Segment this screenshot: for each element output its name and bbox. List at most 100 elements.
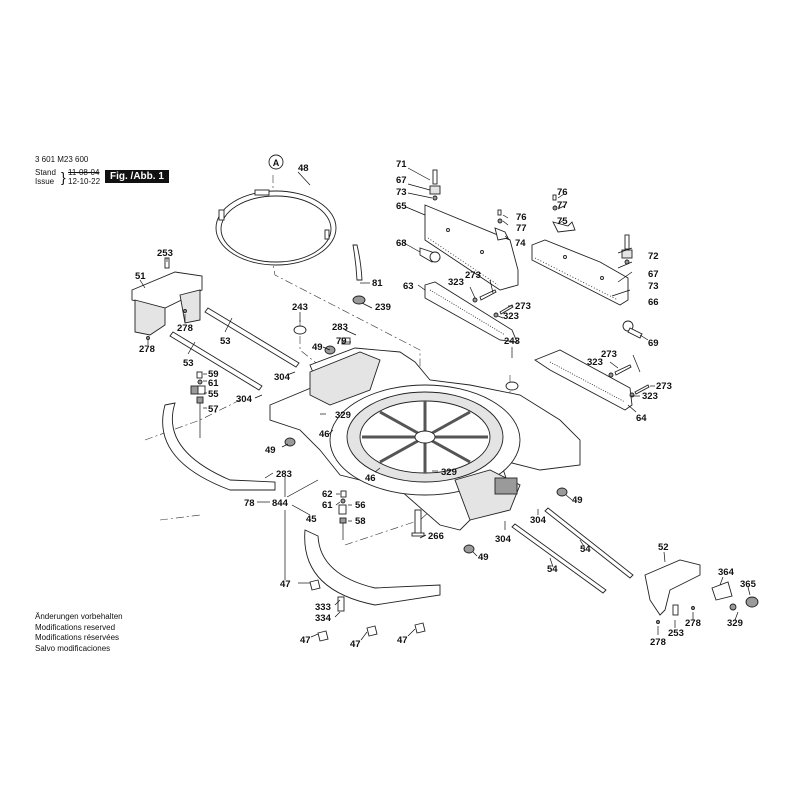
label-77: 77 xyxy=(557,200,568,211)
label-53: 53 xyxy=(220,336,231,347)
label-61: 61 xyxy=(208,378,219,389)
label-243: 243 xyxy=(504,336,520,347)
label-273: 273 xyxy=(515,301,531,312)
figure-label: Fig. /Abb. 1 xyxy=(105,170,169,183)
label-67: 67 xyxy=(648,269,659,280)
label-79: 79 xyxy=(336,336,347,347)
label-47: 47 xyxy=(300,635,311,646)
label-56: 56 xyxy=(355,500,366,511)
label-59: 59 xyxy=(208,369,219,380)
label-49: 49 xyxy=(265,445,276,456)
label-47: 47 xyxy=(350,639,361,650)
part-364-plate xyxy=(711,581,733,601)
label-239: 239 xyxy=(375,302,391,313)
notice-line-en: Modifications reserved xyxy=(35,622,116,632)
drawing-number: 3 601 M23 600 xyxy=(35,155,89,164)
label-253: 253 xyxy=(157,248,173,259)
label-323: 323 xyxy=(503,311,519,322)
label-77: 77 xyxy=(516,223,527,234)
label-273: 273 xyxy=(465,270,481,281)
label-52: 52 xyxy=(658,542,669,553)
part-365-knob xyxy=(729,596,759,611)
part-48-ring xyxy=(215,189,337,266)
turntable-base xyxy=(269,347,581,531)
label-364: 364 xyxy=(718,567,735,578)
label-304: 304 xyxy=(236,394,253,405)
label-329: 329 xyxy=(441,467,457,478)
label-278: 278 xyxy=(650,637,666,648)
label-68: 68 xyxy=(396,238,407,249)
label-329: 329 xyxy=(727,618,743,629)
label-304: 304 xyxy=(495,534,512,545)
label-65: 65 xyxy=(396,201,407,212)
label-243: 243 xyxy=(292,302,308,313)
label-58: 58 xyxy=(355,516,366,527)
label-304: 304 xyxy=(274,372,291,383)
reference-marker-a: A xyxy=(268,154,284,170)
label-66: 66 xyxy=(648,297,659,308)
label-283: 283 xyxy=(332,322,348,333)
label-47: 47 xyxy=(280,579,291,590)
label-273: 273 xyxy=(656,381,672,392)
label-304: 304 xyxy=(530,515,547,526)
notice-line-es: Salvo modificaciones xyxy=(35,643,111,653)
part-labels: 48 71 67 73 65 68 76 77 74 76 77 75 72 6… xyxy=(135,159,757,650)
leader-lines xyxy=(139,167,751,641)
label-323: 323 xyxy=(587,357,603,368)
part-64-fence-right-lower xyxy=(534,349,633,411)
label-323: 323 xyxy=(642,391,658,402)
label-47: 47 xyxy=(397,635,408,646)
fence-hardware xyxy=(419,169,650,398)
part-53-rods xyxy=(169,307,300,391)
part-54-rods xyxy=(511,507,634,594)
label-76: 76 xyxy=(557,187,568,198)
label-81: 81 xyxy=(372,278,383,289)
label-69: 69 xyxy=(648,338,659,349)
label-266: 266 xyxy=(428,531,444,542)
label-46: 46 xyxy=(365,473,376,484)
stand-label: Stand xyxy=(35,168,56,177)
label-78: 78 xyxy=(244,498,255,509)
brace-icon: } xyxy=(61,169,66,185)
label-67: 67 xyxy=(396,175,407,186)
stand-date: 11-08-04 xyxy=(68,168,100,177)
label-74: 74 xyxy=(515,238,526,249)
notice-line-de: Änderungen vorbehalten xyxy=(35,612,123,621)
label-72: 72 xyxy=(648,251,659,262)
label-64: 64 xyxy=(636,413,647,424)
label-75: 75 xyxy=(557,216,568,227)
label-51: 51 xyxy=(135,271,146,282)
label-283: 283 xyxy=(276,469,292,480)
label-54: 54 xyxy=(547,564,558,575)
label-278: 278 xyxy=(685,618,701,629)
part-81-spring xyxy=(352,244,363,281)
label-49: 49 xyxy=(312,342,323,353)
label-55: 55 xyxy=(208,389,219,400)
label-333: 333 xyxy=(315,602,331,613)
issue-label: Issue xyxy=(35,177,55,186)
label-46: 46 xyxy=(319,429,330,440)
label-329: 329 xyxy=(335,410,351,421)
label-278: 278 xyxy=(177,323,193,334)
label-49: 49 xyxy=(478,552,489,563)
label-53: 53 xyxy=(183,358,194,369)
svg-text:A: A xyxy=(273,158,280,168)
label-49: 49 xyxy=(572,495,583,506)
label-62: 62 xyxy=(322,489,333,500)
label-253: 253 xyxy=(668,628,684,639)
label-73: 73 xyxy=(396,187,407,198)
label-323: 323 xyxy=(448,277,464,288)
part-78-scale-left xyxy=(162,402,276,491)
part-45-scale-lower xyxy=(304,529,441,606)
label-48: 48 xyxy=(298,163,309,174)
part-63-fence-left-lower xyxy=(424,281,518,343)
label-73: 73 xyxy=(648,281,659,292)
label-63: 63 xyxy=(403,281,414,292)
label-844: 844 xyxy=(272,498,289,509)
label-45: 45 xyxy=(306,514,317,525)
label-76: 76 xyxy=(516,212,527,223)
label-71: 71 xyxy=(396,159,407,170)
label-334: 334 xyxy=(315,613,332,624)
label-57: 57 xyxy=(208,404,219,415)
